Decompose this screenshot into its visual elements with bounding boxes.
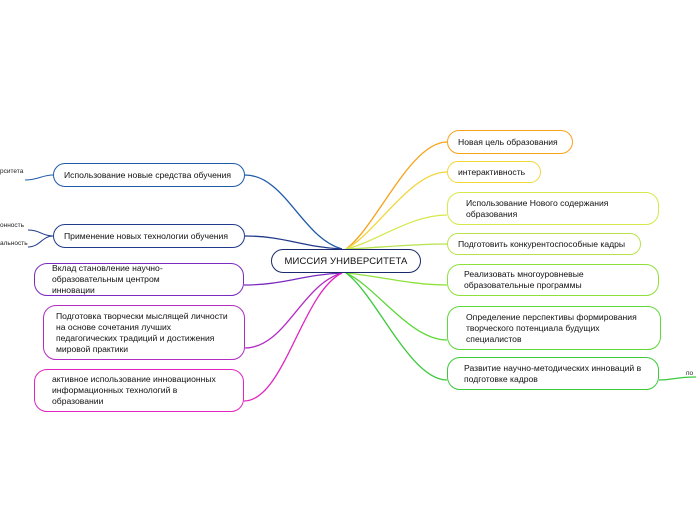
central-topic[interactable]: МИССИЯ УНИВЕРСИТЕТА: [271, 249, 421, 273]
connector-left-0: [244, 174, 343, 250]
topic-label: Подготовка творчески мыслящей личности н…: [56, 310, 228, 354]
topic-competitive-staff[interactable]: Подготовить конкурентоспособные кадры: [447, 233, 641, 255]
topic-interactivity[interactable]: интерактивность: [447, 161, 541, 183]
connector-left-ext-3: [27, 235, 54, 248]
topic-innovation-center[interactable]: Вклад становление научно-образовательным…: [34, 263, 244, 296]
offscreen-label-4: по: [686, 370, 694, 377]
topic-label: Использование новые средства обучения: [64, 169, 232, 180]
offscreen-label-3: альность: [0, 240, 28, 247]
connector-right-5: [345, 272, 448, 341]
connector-left-3: [244, 272, 343, 349]
topic-label: Использование Нового содержания образова…: [466, 197, 609, 219]
topic-label: интерактивность: [458, 166, 526, 177]
topic-methodical-innovations[interactable]: Развитие научно-методических инноваций в…: [447, 357, 659, 390]
topic-label: Применение новых технологии обучения: [64, 230, 228, 241]
topic-multilevel-programs[interactable]: Реализовать многоуровневые образовательн…: [447, 264, 659, 296]
topic-new-goal[interactable]: Новая цель образования: [447, 130, 573, 154]
connector-left-ext-2: [27, 229, 54, 237]
connector-right-3: [345, 243, 448, 250]
topic-creative-potential[interactable]: Определение перспективы формирования тво…: [447, 306, 661, 350]
connector-right-6: [345, 272, 448, 381]
connector-right-0: [345, 141, 448, 250]
central-topic-label: МИССИЯ УНИВЕРСИТЕТА: [284, 255, 408, 267]
topic-label: Новая цель образования: [458, 136, 558, 147]
connector-right-4: [345, 272, 448, 286]
topic-label: Определение перспективы формирования тво…: [466, 311, 637, 344]
topic-label: активное использование инновационных инф…: [52, 374, 216, 406]
connector-left-1: [244, 235, 343, 250]
connector-left-ext-1: [24, 174, 54, 181]
topic-label: Вклад становление научно-образовательным…: [52, 263, 163, 295]
topic-new-teaching-technologies[interactable]: Применение новых технологии обучения: [53, 224, 245, 248]
offscreen-label-1: рситета: [0, 168, 24, 175]
topic-label: Реализовать многоуровневые образовательн…: [464, 269, 584, 290]
connector-left-2: [243, 272, 343, 286]
connector-right-2: [345, 214, 448, 250]
connector-left-4: [243, 272, 343, 402]
offscreen-label-2: онность: [0, 222, 25, 229]
topic-new-teaching-tools[interactable]: Использование новые средства обучения: [53, 163, 245, 187]
topic-label: Развитие научно-методических инноваций в…: [464, 362, 642, 384]
connector-right-ext: [658, 376, 696, 381]
connector-right-1: [345, 171, 448, 250]
topic-new-content[interactable]: Использование Нового содержания образова…: [447, 192, 659, 225]
topic-creative-thinking[interactable]: Подготовка творчески мыслящей личности н…: [43, 305, 245, 360]
topic-active-it-usage[interactable]: активное использование инновационных инф…: [34, 369, 244, 412]
topic-label: Подготовить конкурентоспособные кадры: [458, 238, 626, 249]
